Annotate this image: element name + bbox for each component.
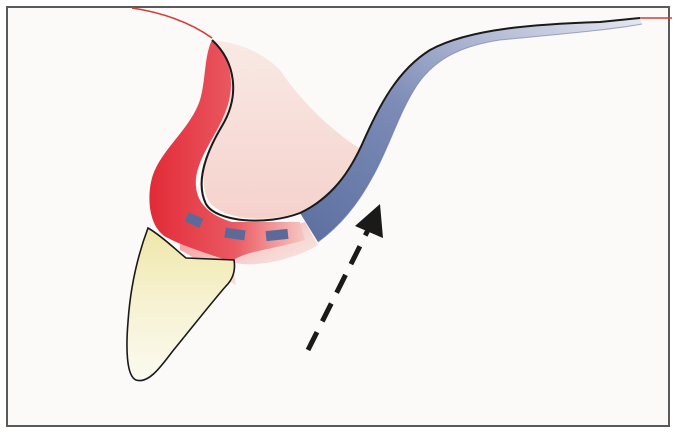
top-edge-line (132, 8, 212, 38)
periosteum-band (300, 18, 642, 242)
